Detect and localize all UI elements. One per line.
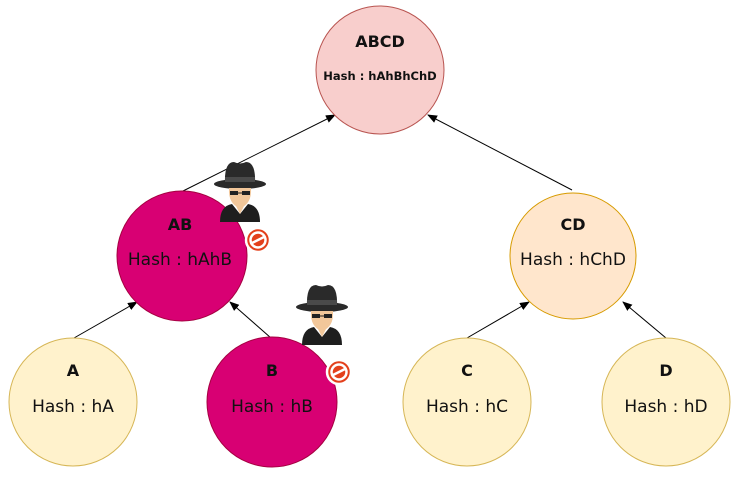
node-cd-hash: Hash : hChD — [520, 250, 626, 270]
node-cd-title: CD — [560, 215, 585, 234]
edge-c-to-cd — [466, 301, 530, 339]
node-d-hash: Hash : hD — [624, 397, 707, 417]
node-d: D Hash : hD — [601, 337, 731, 467]
node-a-title: A — [67, 361, 80, 380]
spy-attacker-icon — [213, 161, 267, 223]
node-c-hash: Hash : hC — [426, 397, 508, 417]
node-abcd-title: ABCD — [355, 32, 405, 51]
node-ab-title: AB — [168, 215, 193, 234]
node-c-title: C — [461, 361, 473, 380]
no-entry-icon — [244, 226, 272, 254]
edge-d-to-cd — [622, 301, 667, 339]
edge-b-to-ab — [229, 301, 272, 339]
node-abcd: ABCD Hash : hAhBhChD — [315, 5, 445, 135]
spy-attacker-icon — [295, 284, 349, 346]
node-b-hash: Hash : hB — [231, 397, 313, 417]
node-a-hash: Hash : hA — [32, 397, 114, 417]
node-ab-hash: Hash : hAhB — [128, 250, 232, 270]
node-ab: AB Hash : hAhB — [116, 190, 248, 322]
node-b-title: B — [266, 361, 278, 380]
edge-a-to-ab — [73, 301, 138, 339]
node-a: A Hash : hA — [8, 337, 138, 467]
node-abcd-hash: Hash : hAhBhChD — [323, 69, 436, 83]
no-entry-icon — [325, 358, 353, 386]
node-cd: CD Hash : hChD — [509, 192, 637, 320]
edge-cd-to-abcd — [427, 114, 573, 191]
edge-ab-to-abcd — [182, 114, 336, 192]
node-d-title: D — [659, 361, 672, 380]
node-b: B Hash : hB — [206, 336, 338, 468]
node-c: C Hash : hC — [402, 337, 532, 467]
